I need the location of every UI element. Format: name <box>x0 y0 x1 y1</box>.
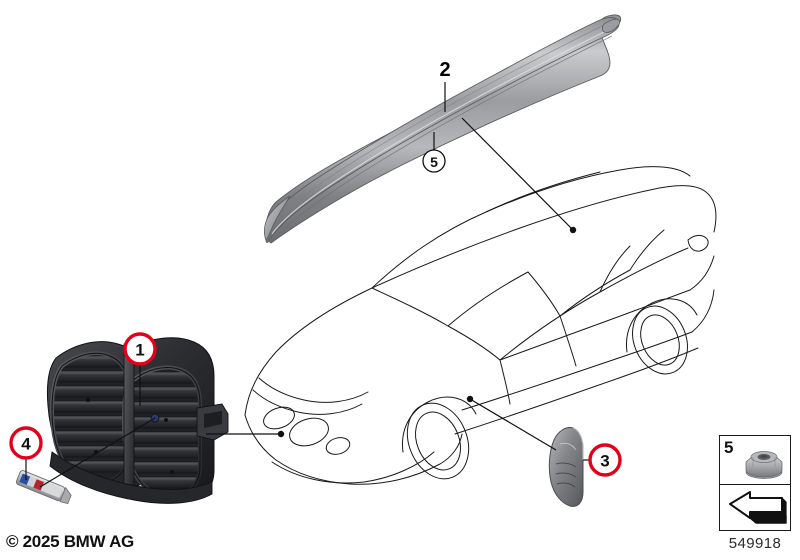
callout-4[interactable]: 4 <box>9 426 43 460</box>
legend-box: 5 <box>719 435 791 531</box>
callout-5[interactable]: 5 <box>422 149 446 173</box>
callout-3-label: 3 <box>600 452 609 471</box>
callout-4-label: 4 <box>21 435 31 454</box>
copyright-notice: © 2025 BMW AG <box>6 532 134 551</box>
legend-number: 5 <box>724 438 734 457</box>
legend-divider <box>720 484 790 486</box>
callout-2-label: 2 <box>439 59 450 81</box>
3d-arrow-icon <box>729 491 787 524</box>
callout-5-label: 5 <box>430 154 438 170</box>
callout-1-label: 1 <box>135 341 144 360</box>
legend-graphics <box>729 451 787 524</box>
diagram-part-number: 549918 <box>728 535 782 552</box>
callout-1[interactable]: 1 <box>123 332 157 366</box>
callout-3[interactable]: 3 <box>588 443 622 477</box>
hex-flange-nut-icon <box>745 451 783 479</box>
